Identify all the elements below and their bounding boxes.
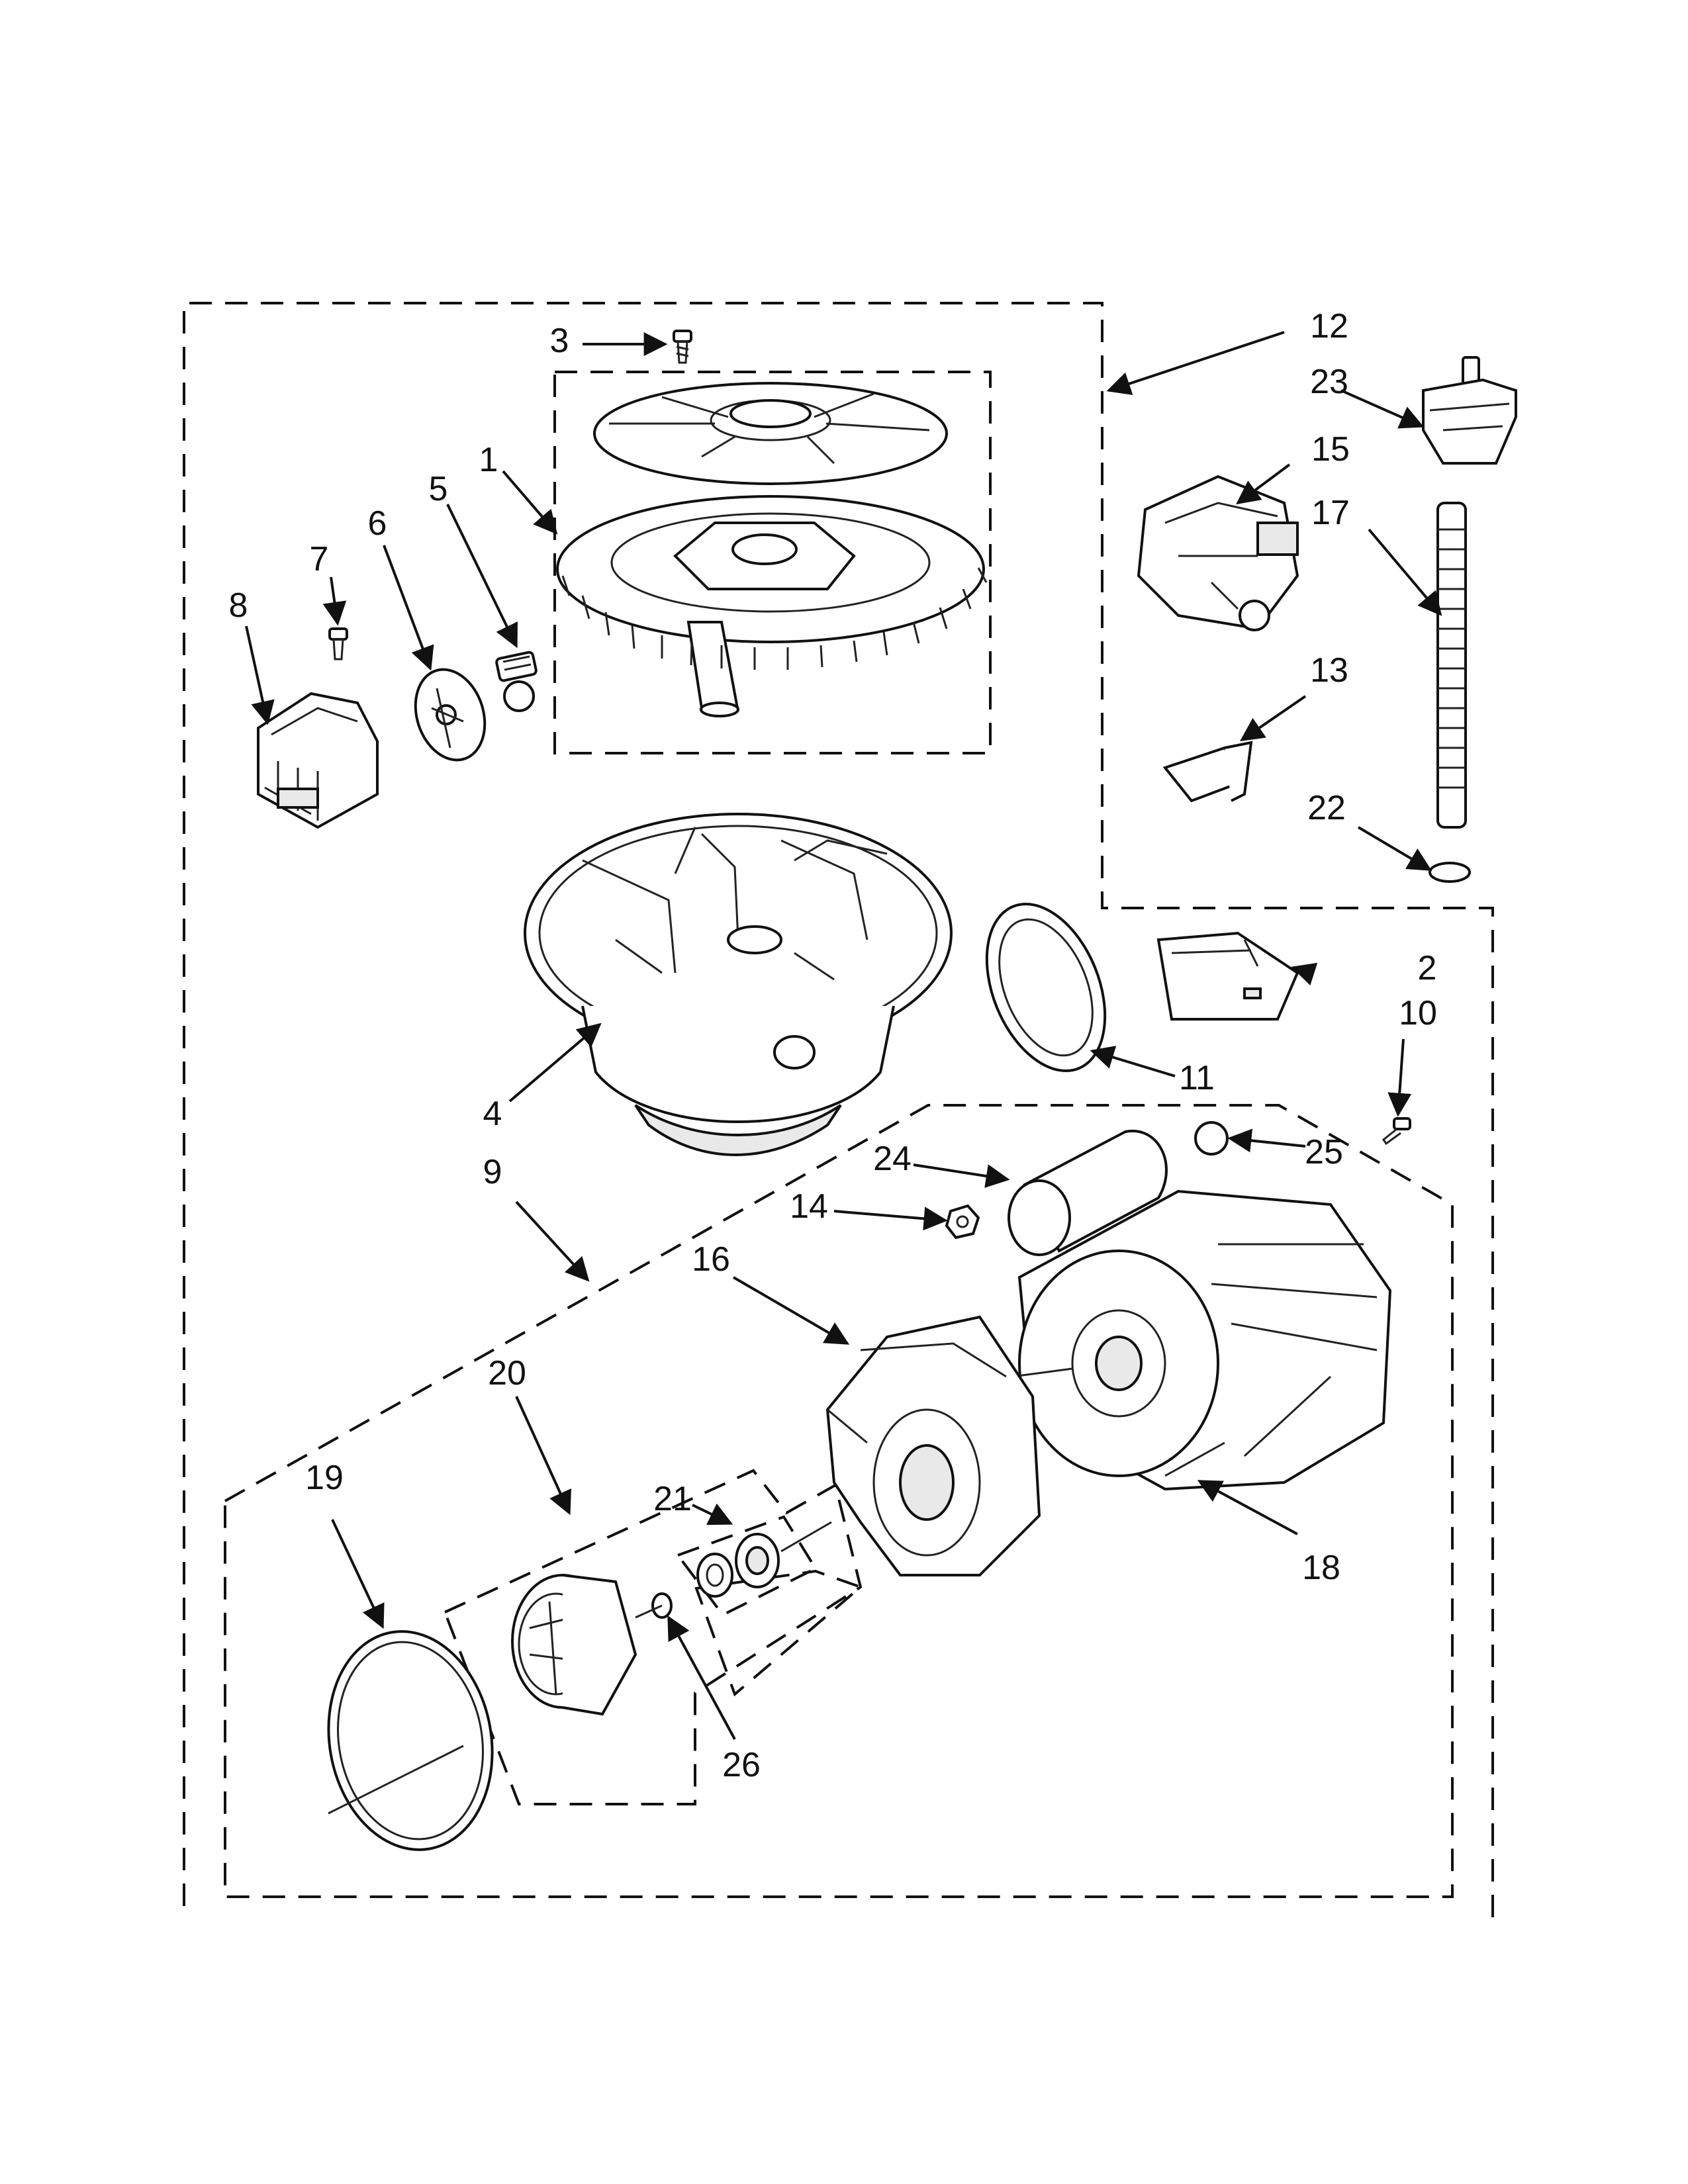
callout-label-5: 5 bbox=[429, 470, 448, 508]
callout-label-4: 4 bbox=[483, 1095, 502, 1133]
part-10-screw bbox=[1382, 1117, 1411, 1146]
part-7-screw bbox=[328, 627, 348, 660]
pump-motor-assembly-boundary bbox=[224, 1104, 1454, 1898]
part-4-sump bbox=[524, 813, 953, 1156]
upper-filter-assembly-boundary bbox=[553, 371, 992, 754]
callout-label-25: 25 bbox=[1305, 1133, 1343, 1171]
callout-label-18: 18 bbox=[1302, 1549, 1340, 1587]
callout-label-9: 9 bbox=[483, 1153, 502, 1191]
callout-label-24: 24 bbox=[873, 1140, 912, 1178]
callout-label-26: 26 bbox=[722, 1746, 761, 1784]
callout-label-1: 1 bbox=[479, 441, 498, 479]
callout-label-10: 10 bbox=[1399, 994, 1437, 1032]
part-6-disc bbox=[414, 668, 487, 762]
part-13-bracket bbox=[1162, 741, 1253, 803]
callout-label-12: 12 bbox=[1310, 307, 1348, 345]
callout-label-17: 17 bbox=[1311, 494, 1350, 532]
part-16-pump-housing bbox=[825, 1315, 1041, 1576]
part-21-seal bbox=[696, 1533, 780, 1598]
part-2-cover bbox=[1156, 931, 1299, 1021]
part-14-nut bbox=[945, 1204, 980, 1240]
callout-label-23: 23 bbox=[1310, 363, 1348, 401]
part-3-screw bbox=[673, 330, 692, 364]
part-20-impeller bbox=[511, 1574, 637, 1716]
callout-label-8: 8 bbox=[229, 586, 248, 625]
callout-label-22: 22 bbox=[1307, 789, 1346, 827]
callout-label-15: 15 bbox=[1311, 430, 1350, 469]
part-25-plug bbox=[1194, 1121, 1229, 1156]
part-5-clip bbox=[495, 651, 538, 712]
callout-label-19: 19 bbox=[305, 1459, 344, 1497]
part-8-housing bbox=[257, 692, 379, 829]
part-18-motor bbox=[1012, 1189, 1392, 1491]
callout-label-13: 13 bbox=[1310, 651, 1348, 690]
callout-label-6: 6 bbox=[368, 504, 387, 543]
callout-labels: 3 1 5 6 7 8 4 11 2 10 12 23 15 17 13 22 … bbox=[229, 307, 1437, 1784]
callout-label-3: 3 bbox=[550, 322, 569, 360]
part-17-hose bbox=[1436, 502, 1467, 829]
callout-label-11: 11 bbox=[1179, 1059, 1215, 1097]
callout-label-14: 14 bbox=[790, 1187, 828, 1226]
callout-label-2: 2 bbox=[1418, 949, 1437, 987]
center-axis-line bbox=[328, 1521, 832, 1815]
callout-label-20: 20 bbox=[488, 1354, 526, 1392]
impeller-assembly-boundary bbox=[443, 1469, 863, 1805]
part-24-capacitor bbox=[1008, 1129, 1168, 1256]
callout-leaders bbox=[245, 331, 1442, 1740]
part-1-filter-assembly bbox=[556, 382, 988, 717]
callout-label-7: 7 bbox=[310, 540, 329, 578]
part-15-diverter bbox=[1137, 475, 1299, 631]
callout-label-21: 21 bbox=[653, 1480, 692, 1518]
main-assembly-boundary bbox=[183, 302, 1494, 1919]
callout-label-16: 16 bbox=[692, 1240, 730, 1279]
part-22-clamp bbox=[1429, 862, 1471, 883]
part-11-gasket bbox=[985, 902, 1107, 1073]
part-19-ring-seal bbox=[327, 1630, 494, 1851]
part-23-sensor bbox=[1422, 356, 1517, 465]
